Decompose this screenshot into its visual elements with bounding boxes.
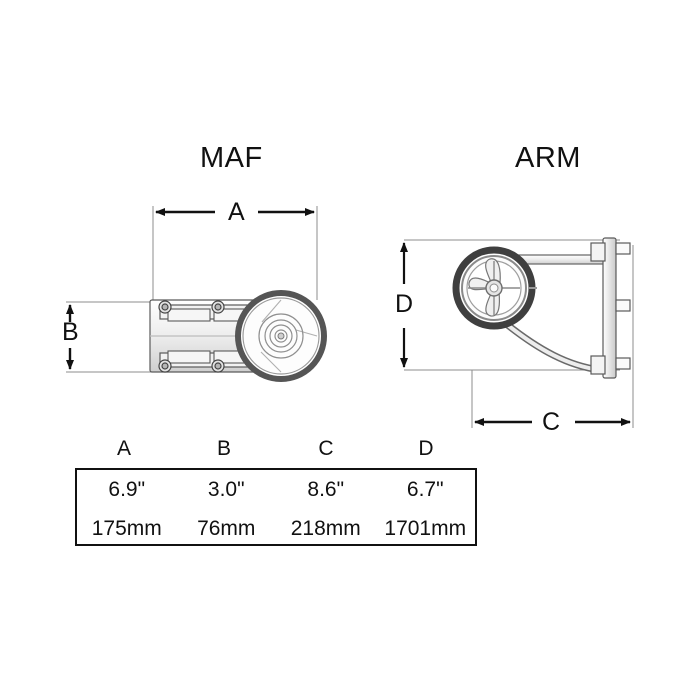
- arm-mounting-plate: [590, 237, 631, 379]
- dimension-label-b: B: [62, 318, 79, 346]
- maf-propeller-assembly: [235, 290, 327, 382]
- view-title-maf: MAF: [200, 142, 263, 174]
- dimension-label-c: C: [542, 408, 561, 436]
- cell-b-mm: 76mm: [197, 516, 256, 540]
- spec-column-header-b: B: [216, 437, 231, 460]
- cell-a-mm: 175mm: [91, 516, 162, 540]
- cell-d-mm: 1701mm: [384, 516, 467, 540]
- dimension-label-a: A: [228, 198, 245, 226]
- spec-column-header-a: A: [116, 437, 131, 460]
- dimension-label-d: D: [395, 290, 414, 318]
- cell-d-inches: 6.7": [406, 477, 444, 501]
- cell-b-inches: 3.0": [207, 477, 245, 501]
- specification-table: 6.9" 3.0" 8.6" 6.7" 175mm 76mm 218mm 170…: [75, 468, 477, 546]
- maf-mounting-bolts: [158, 300, 225, 373]
- spec-column-header-d: D: [418, 437, 434, 460]
- table-row: 175mm 76mm 218mm 1701mm: [77, 509, 475, 548]
- spec-column-header-c: C: [318, 437, 334, 460]
- arm-view-drawing: [400, 237, 634, 428]
- maf-view-drawing: [66, 206, 327, 382]
- arm-propeller-assembly: [452, 246, 537, 330]
- table-row: 6.9" 3.0" 8.6" 6.7": [77, 470, 475, 509]
- view-title-arm: ARM: [515, 142, 581, 174]
- cell-c-mm: 218mm: [290, 516, 361, 540]
- arm-curved-strut: [495, 314, 604, 374]
- cell-a-inches: 6.9": [108, 477, 146, 501]
- cell-c-inches: 8.6": [307, 477, 345, 501]
